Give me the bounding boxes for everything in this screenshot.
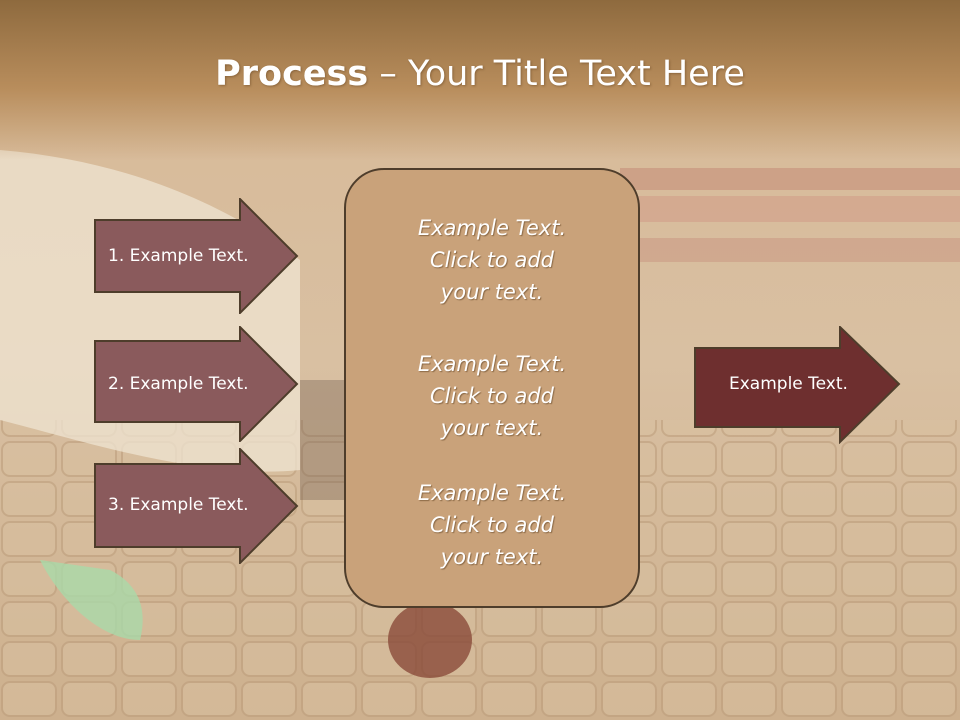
step-label-3: 3. Example Text. (108, 495, 249, 515)
step-arrow-2[interactable] (94, 326, 300, 442)
step-label-2: 2. Example Text. (108, 374, 249, 394)
title-band (0, 0, 960, 160)
slide-title[interactable]: Process – Your Title Text Here (0, 52, 960, 96)
center-text-block-2: Example Text. Click to add your text. (417, 352, 567, 440)
center-text-block-1: Example Text. Click to add your text. (417, 216, 567, 304)
center-text-block-3: Example Text. Click to add your text. (417, 481, 567, 569)
title-bold: Process (215, 54, 369, 94)
step-arrow-3[interactable] (94, 448, 300, 564)
step-label-1: 1. Example Text. (108, 246, 249, 266)
title-rest: – Your Title Text Here (368, 54, 745, 94)
center-text-box[interactable] (344, 168, 640, 608)
output-label: Example Text. (729, 374, 848, 394)
output-arrow[interactable] (694, 326, 902, 444)
step-arrow-1[interactable] (94, 198, 300, 314)
